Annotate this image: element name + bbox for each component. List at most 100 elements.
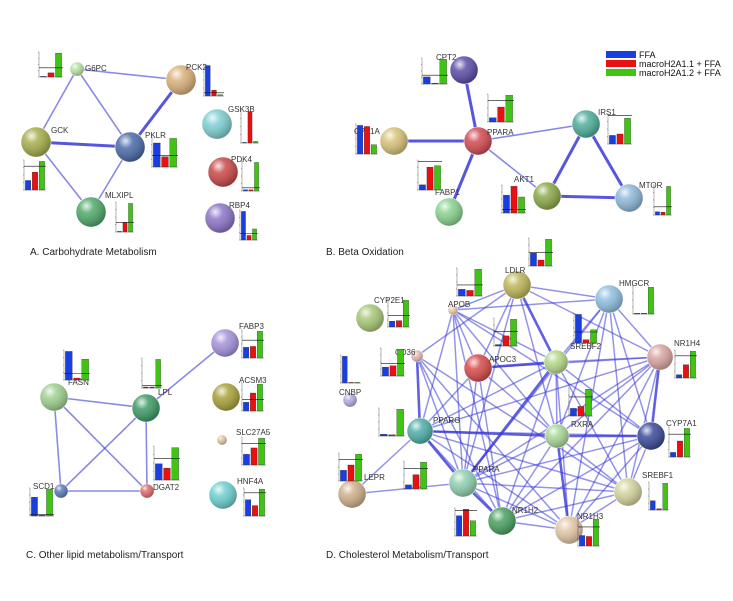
- node-dgat2[interactable]: DGAT2: [139, 483, 180, 499]
- bar-macroh2a12: [38, 161, 45, 191]
- node-label: APOB: [448, 300, 470, 309]
- node-fabp1[interactable]: FABP1: [434, 188, 464, 227]
- node-fabp3[interactable]: FABP3: [210, 322, 264, 358]
- node-acsm3[interactable]: ACSM3: [211, 376, 267, 412]
- node-rxra[interactable]: RXRA: [544, 420, 594, 449]
- bar-macroh2a11: [510, 186, 518, 214]
- bar-chart-cyp7a1: [668, 426, 691, 458]
- edge-apob-ppara: [452, 309, 464, 484]
- bar-ffa: [676, 374, 683, 379]
- node-pdk4[interactable]: PDK4: [207, 155, 252, 188]
- protein-node-gloss: [76, 197, 106, 227]
- edge-ldlr-ppara: [462, 284, 518, 484]
- node-nr1h4[interactable]: NR1H4: [646, 339, 701, 371]
- node-cnbp[interactable]: CNBP: [339, 388, 361, 408]
- bar-chart-srebf1: [648, 481, 669, 511]
- node-label: LPL: [158, 388, 173, 397]
- node-ldlr[interactable]: LDLR: [502, 266, 532, 300]
- bar-ffa: [579, 535, 586, 547]
- bar-chart-acsm3: [241, 382, 264, 412]
- protein-node-gloss: [464, 127, 492, 155]
- node-akt1[interactable]: AKT1: [514, 175, 562, 211]
- protein-node-gloss: [464, 354, 492, 382]
- edge-hmgcr-rxra: [556, 298, 610, 437]
- bar-chart-fabp1: [417, 159, 442, 191]
- bar-macroh2a11: [677, 440, 683, 458]
- node-lepr[interactable]: LEPR: [337, 473, 385, 509]
- node-nr1h3[interactable]: NR1H3: [554, 512, 604, 545]
- bar-ffa: [575, 314, 582, 344]
- bar-macroh2a12: [171, 447, 179, 481]
- node-label: MLXIPL: [105, 191, 134, 200]
- node-srebf1[interactable]: SREBF1: [613, 471, 674, 507]
- bar-macroh2a12: [254, 162, 259, 192]
- bar-ffa: [25, 180, 32, 191]
- bar-macroh2a11: [250, 346, 256, 359]
- bar-macroh2a11: [163, 467, 171, 481]
- node-gck[interactable]: GCK: [20, 126, 69, 158]
- bar-chart-lpl: [141, 357, 162, 389]
- node-label: SLC27A5: [236, 428, 271, 437]
- node-label: ACSM3: [239, 376, 267, 385]
- node-cpt2[interactable]: CPT2: [436, 53, 479, 85]
- bar-macroh2a12: [256, 384, 263, 412]
- node-cd36[interactable]: CD36: [395, 348, 424, 363]
- node-nr1h2[interactable]: NR1H2: [487, 506, 539, 536]
- bar-ffa: [205, 65, 211, 97]
- bar-macroh2a12: [420, 462, 427, 490]
- bar-chart-gck: [23, 159, 46, 191]
- node-label: SREBF1: [642, 471, 674, 480]
- node-apoc3[interactable]: APOC3: [463, 353, 517, 383]
- edge-lpl-scd1: [60, 407, 147, 492]
- node-g6pc[interactable]: G6PC: [69, 61, 107, 77]
- protein-node-gloss: [637, 422, 665, 450]
- bar-chart-dgat2: [153, 445, 180, 481]
- edge-cyp7a1-nr1h2: [501, 435, 652, 522]
- node-slc27a5[interactable]: SLC27A5: [216, 428, 271, 446]
- edge-apob-pparg: [419, 309, 454, 432]
- bar-chart-nr1h4: [674, 349, 697, 379]
- node-apob[interactable]: APOB: [447, 300, 470, 316]
- edge-rxra-srebf1: [556, 435, 629, 493]
- bar-macroh2a12: [396, 409, 404, 437]
- edge-apoc3-nr1h2: [477, 367, 503, 522]
- node-irs1[interactable]: IRS1: [571, 108, 616, 139]
- node-ppara[interactable]: PPARA: [448, 465, 500, 498]
- node-ppara[interactable]: PPARA: [463, 126, 514, 156]
- node-scd1[interactable]: SCD1: [33, 482, 69, 499]
- bar-chart-cnbp: [340, 354, 361, 384]
- node-mlxipl[interactable]: MLXIPL: [75, 191, 134, 228]
- edge-cd36-ppara: [416, 355, 464, 484]
- bar-macroh2a12: [505, 95, 513, 123]
- node-hnf4a[interactable]: HNF4A: [208, 477, 264, 510]
- bar-macroh2a12: [155, 359, 161, 389]
- node-label: NR1H4: [674, 339, 701, 348]
- node-lpl[interactable]: LPL: [131, 388, 173, 423]
- node-srebf2[interactable]: SREBF2: [543, 342, 602, 375]
- bar-macroh2a11: [250, 447, 258, 466]
- node-fasn[interactable]: FASN: [39, 378, 89, 412]
- bar-macroh2a11: [73, 377, 81, 381]
- node-cyp7a1[interactable]: CYP7A1: [636, 419, 697, 451]
- node-pparg[interactable]: PPARG: [406, 416, 460, 445]
- bar-ffa: [458, 289, 466, 297]
- protein-node-gloss: [545, 424, 569, 448]
- node-label: CNBP: [339, 388, 361, 397]
- bar-macroh2a11: [161, 156, 169, 168]
- bar-ffa: [243, 402, 250, 412]
- bar-chart-pdk4: [241, 160, 260, 192]
- node-gsk3b[interactable]: GSK3B: [201, 105, 255, 140]
- node-pck2[interactable]: PCK2: [165, 63, 207, 96]
- edge-nr1h4-nr1h3: [568, 356, 661, 531]
- edge-nr1h4-rxra: [556, 356, 661, 437]
- protein-node-gloss: [647, 344, 673, 370]
- edge-srebf2-pparg: [419, 361, 557, 432]
- bar-ffa: [419, 184, 426, 191]
- node-mtor[interactable]: MTOR: [614, 181, 663, 213]
- bar-macroh2a11: [502, 335, 510, 347]
- node-cyp2e1[interactable]: CYP2E1: [355, 296, 405, 333]
- node-rbp4[interactable]: RBP4: [204, 201, 250, 234]
- node-hmgcr[interactable]: HMGCR: [594, 279, 649, 314]
- edge-gck-pklr: [35, 140, 131, 149]
- node-pklr[interactable]: PKLR: [114, 131, 166, 163]
